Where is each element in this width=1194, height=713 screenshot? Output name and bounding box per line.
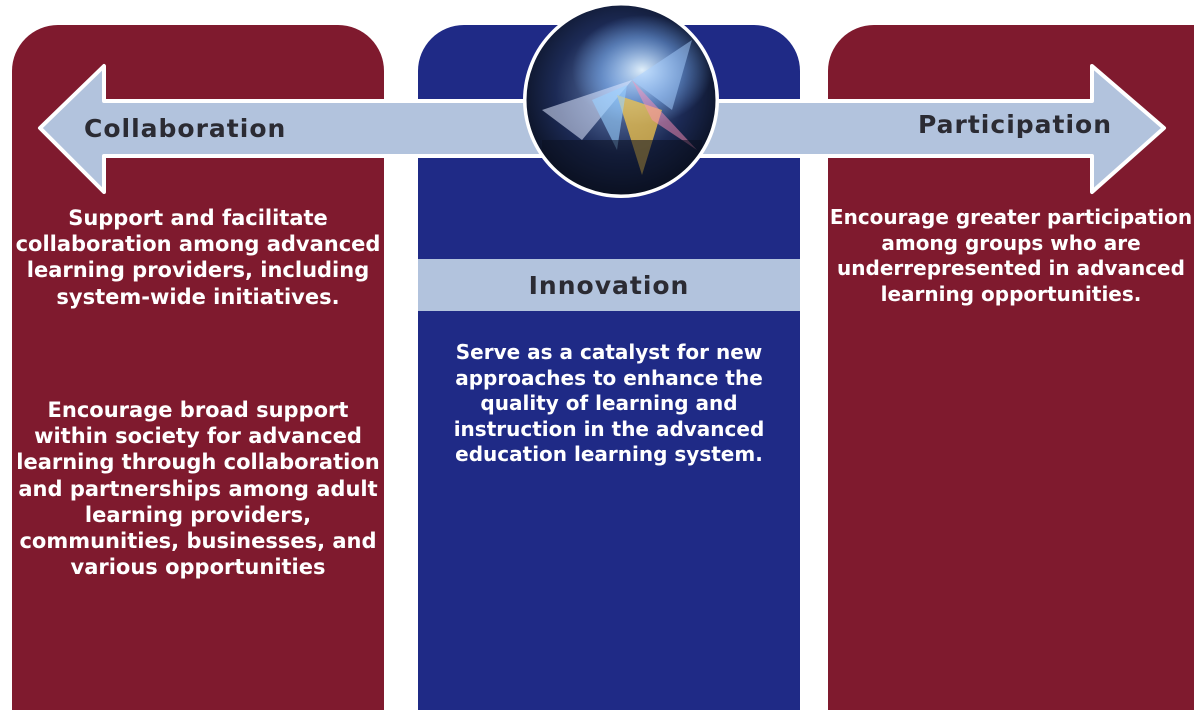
collaboration-text-1: Support and facilitate collaboration amo…: [15, 206, 381, 309]
collaboration-label: Collaboration: [84, 114, 287, 143]
innovation-band: Innovation: [418, 259, 800, 311]
collaboration-text-2: Encourage broad support within society f…: [16, 398, 380, 580]
innovation-text: Serve as a catalyst for new approaches t…: [453, 340, 765, 466]
innovation-label: Innovation: [528, 271, 690, 300]
participation-text: Encourage greater participation among gr…: [829, 205, 1193, 306]
participation-label: Participation: [918, 110, 1113, 139]
light-sphere-icon: [523, 2, 719, 198]
